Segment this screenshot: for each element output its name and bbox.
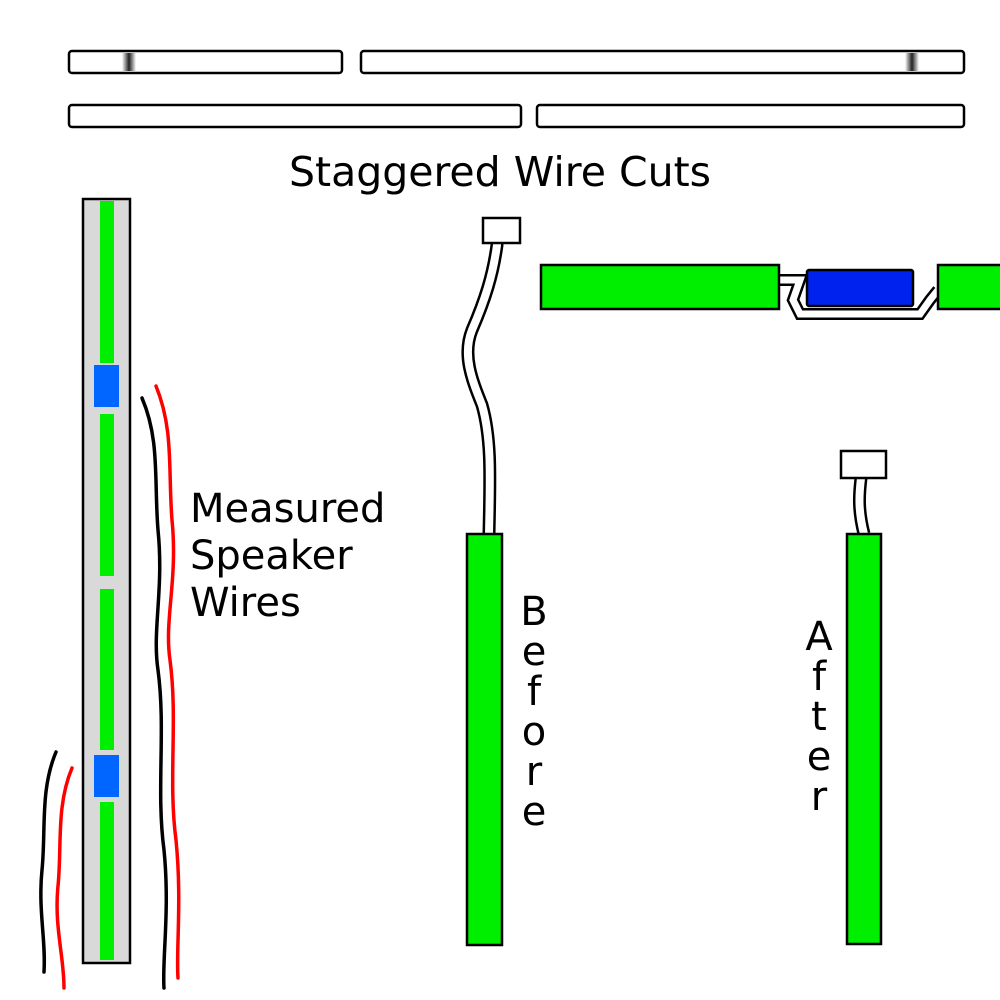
led-segment-1 [100, 201, 114, 363]
wire-bars-bottom-row [67, 103, 966, 129]
before-letter: f [526, 669, 542, 715]
after-assembly [839, 449, 888, 946]
led-strip-assembly [81, 197, 132, 965]
after-letter: f [811, 654, 827, 700]
measured-line-1: Measured [190, 486, 386, 532]
before-label: B e f o r e [514, 592, 554, 832]
wire-red-long [154, 384, 181, 980]
led-segment-4 [100, 802, 114, 960]
splice-strip-left [539, 263, 781, 311]
wire-black-long [140, 396, 168, 990]
splice-detail [539, 263, 1000, 320]
led-segment-2 [100, 414, 114, 576]
after-letter: A [805, 614, 833, 660]
measured-speaker-wires-label: Measured Speaker Wires [190, 486, 385, 627]
before-letter: e [521, 789, 547, 835]
before-letter: r [525, 749, 543, 795]
after-letter: e [806, 734, 832, 780]
cut-mark-top-right [905, 53, 919, 71]
speaker-wire-long [140, 384, 181, 990]
before-letter: e [521, 629, 547, 675]
led-connector-2 [94, 755, 119, 797]
after-plug [839, 449, 888, 480]
wire-bar-top-right [359, 49, 966, 75]
before-lead-core [463, 241, 501, 538]
measured-line-3: Wires [190, 580, 301, 626]
measured-line-2: Speaker [190, 533, 353, 579]
before-letter: o [521, 709, 547, 755]
wire-bar-bottom-right [535, 103, 966, 129]
after-letter: r [810, 774, 828, 820]
splice-wire-core [778, 276, 941, 318]
wire-red-short [55, 766, 74, 990]
speaker-wire-short [39, 750, 74, 990]
after-lead-core [855, 477, 868, 535]
wire-bars-top-row [67, 49, 966, 75]
before-plug [481, 216, 522, 245]
after-strip [845, 532, 883, 946]
splice-connector [805, 268, 915, 308]
led-segment-3 [100, 589, 114, 750]
before-letter: B [520, 589, 548, 635]
before-assembly [461, 216, 522, 947]
wire-bar-bottom-left [67, 103, 523, 129]
splice-strip-right [936, 263, 1000, 311]
after-label: A f t e r [799, 617, 839, 817]
after-letter: t [811, 694, 827, 740]
wire-black-short [39, 750, 58, 974]
cut-mark-top-left [122, 53, 136, 71]
led-connector-1 [94, 365, 119, 407]
before-strip [465, 532, 504, 947]
diagram-title: Staggered Wire Cuts [288, 148, 712, 196]
wire-bar-top-left [67, 49, 344, 75]
